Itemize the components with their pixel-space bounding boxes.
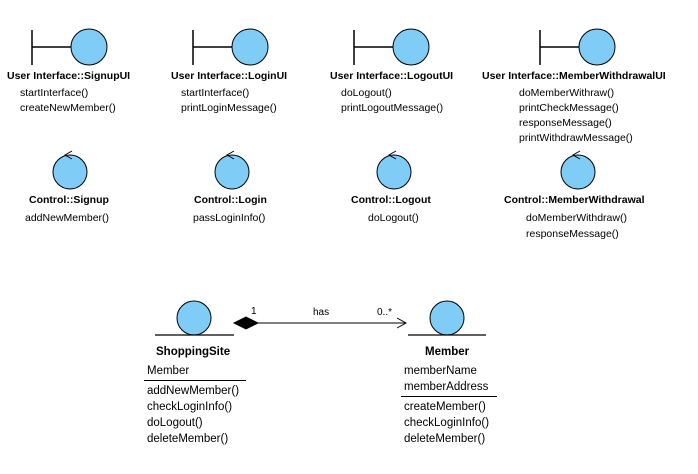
- operation: printCheckMessage(): [519, 102, 619, 114]
- operation: startInterface(): [181, 87, 250, 99]
- composition-association[interactable]: [232, 316, 408, 330]
- entity-title-member: Member: [425, 346, 470, 358]
- control-icon-member-withdrawal[interactable]: [560, 150, 596, 190]
- boundary-icon-member-withdrawal[interactable]: [539, 28, 616, 66]
- operation: addNewMember(): [25, 212, 110, 224]
- boundary-icon-signup[interactable]: [31, 28, 108, 66]
- operation: responseMessage(): [519, 117, 612, 129]
- association-arrow-icon: [396, 317, 408, 329]
- control-title-login: Control::Login: [194, 194, 267, 206]
- operation: responseMessage(): [526, 228, 619, 240]
- control-icon-signup[interactable]: [52, 150, 88, 190]
- compartment-divider: [401, 396, 497, 397]
- attribute: memberAddress: [404, 381, 489, 393]
- association-source-multiplicity: 1: [251, 306, 257, 317]
- entity-icon-shoppingsite[interactable]: [155, 300, 234, 336]
- operation: createMember(): [404, 401, 486, 413]
- operation: printLoginMessage(): [181, 102, 277, 114]
- operation: addNewMember(): [147, 385, 240, 397]
- operation: printWithdrawMessage(): [519, 132, 633, 144]
- control-icon-login[interactable]: [214, 150, 250, 190]
- operation: deleteMember(): [404, 433, 486, 445]
- control-title-member-withdrawal: Control::MemberWithdrawal: [504, 194, 645, 206]
- operation: checkLoginInfo(): [147, 401, 233, 413]
- boundary-title-signup: User Interface::SignupUI: [7, 70, 131, 82]
- association-target-multiplicity: 0..*: [377, 307, 393, 318]
- boundary-title-logout: User Interface::LogoutUI: [330, 70, 454, 82]
- operation: startInterface(): [20, 87, 89, 99]
- control-icon-logout[interactable]: [376, 150, 412, 190]
- operation: deleteMember(): [147, 433, 229, 445]
- entity-title-shoppingsite: ShoppingSite: [156, 346, 231, 358]
- compartment-divider: [144, 380, 246, 381]
- attribute: Member: [147, 365, 190, 377]
- boundary-title-login: User Interface::LoginUI: [171, 70, 288, 82]
- attribute: memberName: [404, 365, 477, 377]
- control-title-logout: Control::Logout: [351, 194, 431, 206]
- association-label: has: [313, 307, 330, 318]
- operation: doLogout(): [147, 417, 203, 429]
- operation: checkLoginInfo(): [404, 417, 490, 429]
- entity-icon-member[interactable]: [408, 300, 486, 336]
- operation: passLoginInfo(): [193, 212, 266, 224]
- operation: doLogout(): [368, 212, 419, 224]
- operation: doLogout(): [341, 87, 392, 99]
- boundary-title-member-withdrawal: User Interface::MemberWithdrawalUI: [482, 70, 666, 82]
- composition-diamond-icon: [232, 316, 260, 330]
- operation: doMemberWithraw(): [519, 87, 615, 99]
- operation: createNewMember(): [20, 102, 116, 114]
- boundary-icon-logout[interactable]: [353, 28, 430, 66]
- operation: printLogoutMessage(): [341, 102, 444, 114]
- control-title-signup: Control::Signup: [29, 194, 109, 206]
- boundary-icon-login[interactable]: [192, 28, 269, 66]
- operation: doMemberWithdraw(): [526, 212, 627, 224]
